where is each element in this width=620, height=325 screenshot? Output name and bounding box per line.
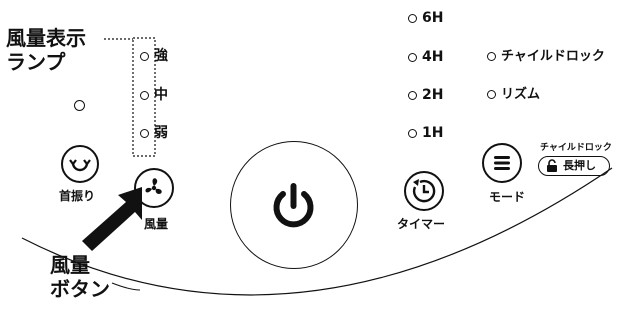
swing-button-label: 首振り xyxy=(59,189,96,203)
fan-icon xyxy=(145,178,162,194)
mode-button-label: モード xyxy=(489,190,526,204)
wind-button-label: 風量 xyxy=(144,217,169,231)
child-lock-title: チャイルドロック xyxy=(540,143,612,153)
clock-icon xyxy=(412,179,436,203)
lamp-icon xyxy=(408,90,417,100)
timer-button[interactable] xyxy=(404,171,444,211)
power-button[interactable] xyxy=(230,141,358,269)
lamp-icon xyxy=(408,52,417,62)
child-lock-hold-label: 長押し xyxy=(563,159,596,172)
lamp-icon xyxy=(140,128,149,138)
timer-lamp-label: 1H xyxy=(422,125,444,141)
lamp-icon xyxy=(408,13,417,23)
wind-lamp-strong: 強 xyxy=(140,49,168,63)
timer-button-label: タイマー xyxy=(397,217,446,231)
lamp-icon xyxy=(487,52,496,61)
timer-lamp-label: 4H xyxy=(422,49,444,65)
mode-lamp-label: チャイルドロック xyxy=(501,49,605,64)
wind-lamp-annotation-line2: ランプ xyxy=(6,50,66,74)
timer-lamp-2h: 2H xyxy=(408,88,443,102)
mode-button[interactable] xyxy=(482,143,522,183)
mode-lamp-label: リズム xyxy=(501,87,541,102)
power-indicator-lamp xyxy=(74,100,85,111)
timer-lamp-6h: 6H xyxy=(408,11,443,25)
wind-button[interactable] xyxy=(134,168,174,208)
timer-lamp-label: 2H xyxy=(422,87,444,103)
lamp-icon xyxy=(408,128,417,138)
wind-button-annotation-line2: ボタン xyxy=(50,277,110,301)
child-lock-hold-indicator: 長押し xyxy=(538,156,610,176)
mode-lamp-child-lock: チャイルドロック xyxy=(487,50,605,63)
wind-lamp-medium: 中 xyxy=(140,88,168,102)
wind-lamp-label: 弱 xyxy=(154,125,168,141)
swing-icon xyxy=(69,159,91,172)
timer-lamp-4h: 4H xyxy=(408,50,443,64)
lamp-icon xyxy=(140,51,149,61)
lamp-icon xyxy=(140,90,149,100)
wind-lamp-label: 強 xyxy=(154,48,168,64)
mode-lamp-rhythm: リズム xyxy=(487,88,540,101)
wind-lamp-annotation-line1: 風量表示 xyxy=(6,26,86,50)
lock-icon xyxy=(547,159,557,172)
lamp-icon xyxy=(487,90,496,99)
timer-lamp-1h: 1H xyxy=(408,126,443,140)
menu-icon xyxy=(494,156,510,170)
wind-lamp-label: 中 xyxy=(154,87,168,103)
wind-button-annotation-line1: 風量 xyxy=(50,253,90,277)
pointer-arrow-icon xyxy=(82,187,142,251)
power-icon xyxy=(273,183,314,228)
timer-lamp-label: 6H xyxy=(422,10,444,26)
swing-button[interactable] xyxy=(61,145,99,183)
wind-lamp-weak: 弱 xyxy=(140,126,168,140)
